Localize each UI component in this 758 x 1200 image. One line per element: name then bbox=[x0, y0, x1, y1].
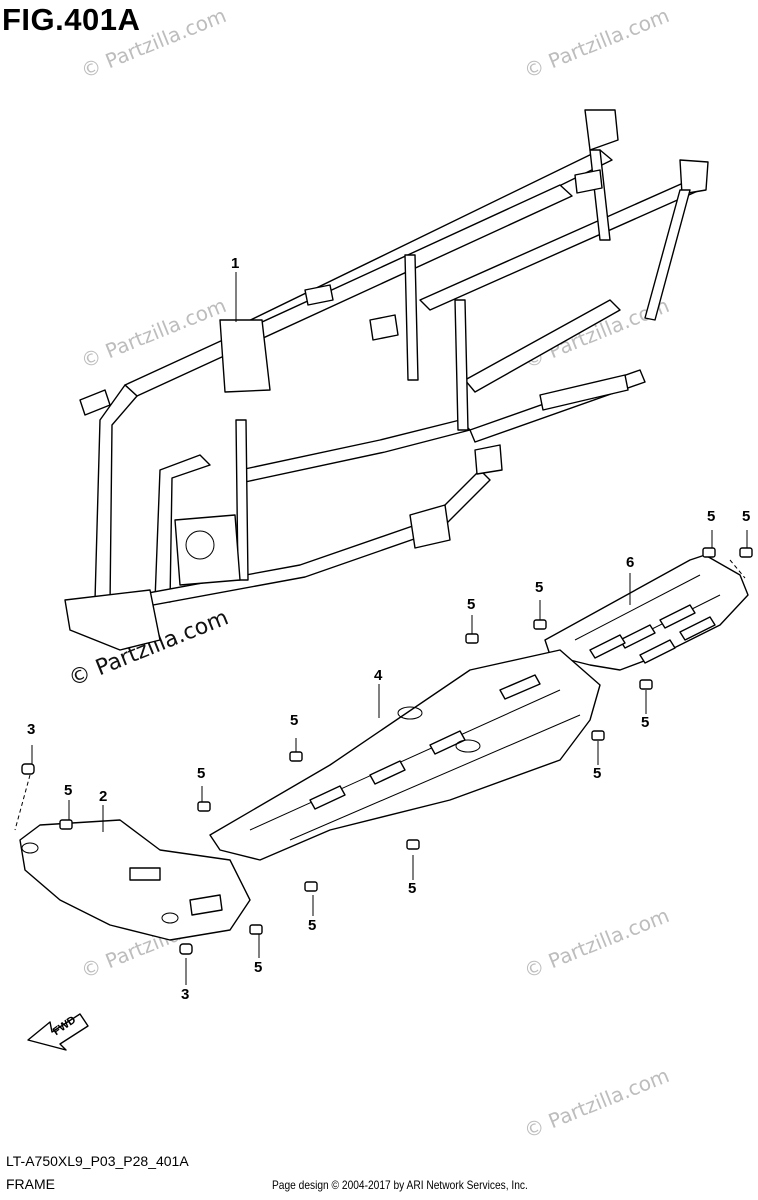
callout-5: 5 bbox=[467, 596, 476, 613]
callout-5: 5 bbox=[308, 917, 317, 934]
callout-5: 5 bbox=[64, 782, 73, 799]
callout-6: 6 bbox=[626, 554, 635, 571]
callout-3: 3 bbox=[181, 986, 190, 1003]
callout-1: 1 bbox=[231, 255, 240, 272]
callout-5: 5 bbox=[641, 714, 650, 731]
skid-plate-front bbox=[19, 819, 251, 941]
callout-4: 4 bbox=[374, 667, 383, 684]
forward-arrow-icon bbox=[27, 1013, 89, 1051]
callout-5: 5 bbox=[707, 508, 716, 525]
callout-5: 5 bbox=[742, 508, 751, 525]
fasteners bbox=[21, 547, 753, 955]
callout-5: 5 bbox=[290, 712, 299, 729]
diagram-name: FRAME bbox=[6, 1176, 55, 1192]
callout-5: 5 bbox=[197, 765, 206, 782]
callout-5: 5 bbox=[535, 579, 544, 596]
skid-plate-rear bbox=[544, 554, 749, 671]
callout-5: 5 bbox=[593, 765, 602, 782]
frame-assembly bbox=[64, 109, 709, 651]
callout-5: 5 bbox=[254, 959, 263, 976]
skid-plate-center bbox=[209, 649, 601, 861]
callout-2: 2 bbox=[99, 788, 108, 805]
callout-5: 5 bbox=[408, 880, 417, 897]
copyright-notice: Page design © 2004-2017 by ARI Network S… bbox=[272, 1178, 528, 1192]
leader-lines bbox=[14, 272, 748, 985]
callout-3: 3 bbox=[27, 721, 36, 738]
figure-title: FIG.401A bbox=[2, 2, 141, 37]
diagram-code: LT-A750XL9_P03_P28_401A bbox=[6, 1153, 189, 1169]
